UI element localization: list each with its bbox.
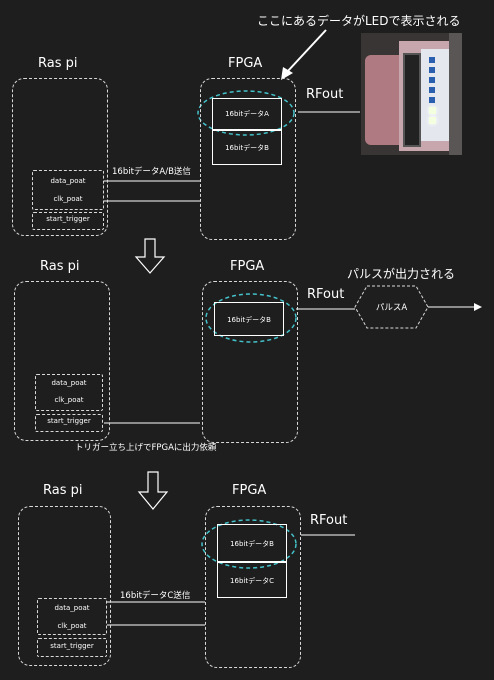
port-data-1: data_poat <box>50 177 86 185</box>
highlight-ellipse-3 <box>201 519 297 569</box>
trigger-note: トリガー立ち上げでFPGAに出力依頼 <box>75 443 217 453</box>
port-trigger-box-1 <box>32 212 104 230</box>
fpga-cell-b-1-label: 16bitデータB <box>225 144 269 152</box>
fpga-cell-a-1 <box>212 98 282 130</box>
pulse-label: パルスA <box>375 303 408 313</box>
fpga-cell-a-1-label: 16bitデータA <box>225 110 269 118</box>
rfout-label-2: RFout <box>307 287 345 302</box>
port-group-3 <box>37 598 107 635</box>
port-clk-3: clk_poat <box>57 622 87 630</box>
raspi-label-2: Ras pi <box>40 259 80 274</box>
fpga-box-2 <box>202 281 298 443</box>
port-data-3: data_poat <box>54 604 90 612</box>
port-clk-2: clk_poat <box>54 396 84 404</box>
fpga-cell-c-3 <box>217 562 287 598</box>
port-data-2: data_poat <box>51 379 87 387</box>
fpga-label-1: FPGA <box>228 56 263 71</box>
port-group-1 <box>32 170 104 210</box>
port-clk-1: clk_poat <box>53 195 83 203</box>
port-trigger-1: start_trigger <box>46 215 90 223</box>
port-group-2 <box>35 374 103 411</box>
fpga-cell-c-3-label: 16bitデータC <box>230 577 274 585</box>
port-trigger-2: start_trigger <box>47 417 91 425</box>
fpga-box-1 <box>200 78 296 240</box>
pulse-hexagon <box>354 285 429 329</box>
raspi-label-1: Ras pi <box>38 56 78 71</box>
send-label-1: 16bitデータA/B送信 <box>112 167 191 177</box>
rfout-label-3: RFout <box>310 513 348 528</box>
pulse-note: パルスが出力される <box>347 267 456 281</box>
fpga-cell-b-3-label: 16bitデータB <box>230 540 274 548</box>
send-label-3: 16bitデータC送信 <box>120 591 191 601</box>
led-board-photo <box>361 33 462 155</box>
raspi-box-1 <box>12 78 108 236</box>
down-arrow-2 <box>137 471 169 510</box>
fpga-label-3: FPGA <box>232 483 267 498</box>
highlight-ellipse-2 <box>205 293 297 343</box>
raspi-box-3 <box>18 506 111 666</box>
rfout-label-1: RFout <box>306 87 344 102</box>
port-trigger-box-2 <box>35 414 103 432</box>
raspi-label-3: Ras pi <box>43 483 83 498</box>
highlight-ellipse-1 <box>197 90 295 136</box>
fpga-cell-b-2-label: 16bitデータB <box>227 316 271 324</box>
fpga-label-2: FPGA <box>230 259 265 274</box>
port-trigger-box-3 <box>37 638 107 657</box>
top-note: ここにあるデータがLEDで表示される <box>257 14 461 28</box>
fpga-box-3 <box>205 506 301 668</box>
top-note-arrow <box>286 29 327 73</box>
raspi-box-2 <box>14 281 110 441</box>
port-trigger-3: start_trigger <box>50 642 94 650</box>
fpga-cell-b-3 <box>217 524 287 562</box>
fpga-cell-b-1 <box>212 130 282 165</box>
pulse-output-arrowhead <box>474 303 482 311</box>
down-arrow-1 <box>134 238 166 274</box>
fpga-cell-b-2 <box>214 302 284 336</box>
top-note-arrowhead <box>281 67 293 80</box>
